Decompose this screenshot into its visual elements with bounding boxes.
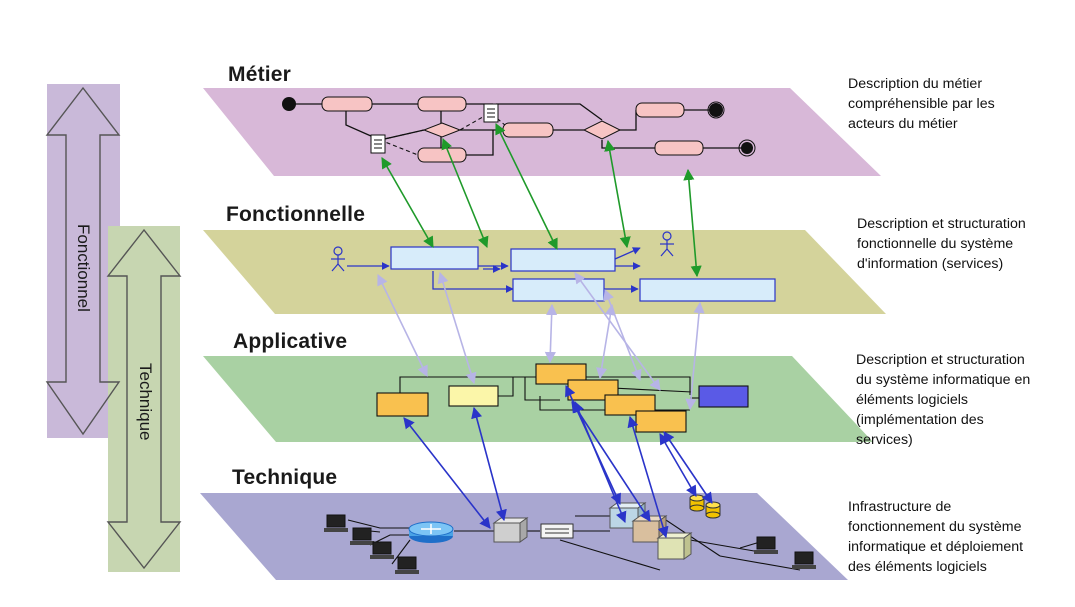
blue-link: [659, 433, 697, 497]
router-icon: [408, 521, 454, 543]
component-box: [376, 392, 429, 417]
workstation-icon: [395, 556, 419, 574]
metier-process: [654, 140, 704, 156]
metier-end-node: [738, 139, 756, 157]
description-line: d'information (services): [857, 256, 1004, 272]
layer-title-technique: Technique: [232, 466, 338, 489]
workstation-icon: [792, 551, 816, 569]
actor-icon: [331, 246, 345, 272]
applicative-plane: [203, 356, 873, 442]
green-link: [441, 137, 489, 249]
green-link: [381, 157, 434, 248]
layer-title-fonctionnelle: Fonctionnelle: [226, 203, 366, 226]
description-line: acteurs du métier: [848, 116, 958, 132]
fonctionnel-double-arrow: [45, 86, 121, 436]
green-link: [604, 139, 631, 249]
workstation-icon: [350, 527, 374, 545]
workstation-icon: [754, 536, 778, 554]
metier-to-fonctionnelle-arrows: [381, 122, 702, 278]
description-line: fonctionnelle du système: [857, 236, 1014, 252]
fonctionnel-axis-band: [47, 84, 120, 438]
description-line: du système informatique en: [856, 372, 1031, 388]
description-line: Description et structuration: [857, 216, 1026, 232]
lavender-link: [377, 273, 428, 378]
blue-link: [627, 415, 669, 539]
actor-icon: [660, 231, 674, 257]
metier-process: [417, 147, 467, 163]
description-line: fonctionnement du système: [848, 519, 1022, 535]
description-technique: Infrastructure de fonctionnement du syst…: [848, 497, 1070, 577]
component-box: [448, 385, 499, 407]
green-link: [683, 168, 702, 278]
component-box: [698, 385, 749, 408]
metier-end-node: [707, 101, 725, 119]
metier-decision: [422, 122, 462, 138]
description-line: (implémentation des: [856, 412, 984, 428]
database-icon: [689, 494, 705, 512]
description-line: éléments logiciels: [856, 392, 968, 408]
document-icon: [483, 103, 499, 123]
description-line: services): [856, 432, 913, 448]
lavender-link: [685, 301, 705, 411]
switch-icon: [540, 523, 574, 539]
applicative-to-technique-arrows: [403, 384, 713, 539]
fonctionnelle-to-applicative-arrows: [377, 271, 705, 411]
description-line: Infrastructure de: [848, 499, 952, 515]
technique-axis-band: [108, 226, 180, 572]
database-icon: [705, 501, 721, 519]
blue-link: [663, 431, 713, 504]
axis-label-fonctionnel: Fonctionnel: [74, 224, 93, 312]
metier-end-node: [741, 142, 753, 154]
component-box: [635, 410, 687, 433]
blue-link: [471, 406, 507, 522]
function-box: [390, 246, 479, 270]
metier-start-node: [282, 97, 296, 111]
description-line: compréhensible par les: [848, 96, 995, 112]
axis-label-technique: Technique: [136, 363, 155, 441]
workstation-icon: [324, 514, 348, 532]
description-metier: Description du métier compréhensible par…: [848, 74, 1070, 134]
description-applicative: Description et structuration du système …: [856, 350, 1072, 450]
layer-title-metier: Métier: [228, 63, 292, 86]
metier-decision: [582, 120, 622, 140]
metier-end-node: [709, 103, 723, 117]
description-line: Description et structuration: [856, 352, 1025, 368]
layer-title-applicative: Applicative: [233, 330, 348, 353]
function-box: [510, 248, 616, 272]
technique-double-arrow: [106, 228, 182, 570]
workstation-icon: [370, 541, 394, 559]
function-box: [512, 278, 605, 302]
description-line: des éléments logiciels: [848, 559, 987, 575]
server-icon: [656, 532, 693, 560]
function-box: [639, 278, 776, 302]
metier-process: [635, 102, 685, 118]
description-fonctionnelle: Description et structuration fonctionnel…: [857, 214, 1075, 274]
metier-process: [502, 122, 554, 138]
lavender-link: [603, 288, 642, 382]
description-line: informatique et déploiement: [848, 539, 1024, 555]
metier-process: [321, 96, 373, 112]
lavender-link: [544, 303, 558, 364]
description-line: Description du métier: [848, 76, 983, 92]
server-icon: [492, 517, 529, 543]
lavender-link: [437, 271, 477, 385]
document-icon: [370, 134, 386, 154]
green-link: [495, 122, 558, 251]
metier-process: [417, 96, 467, 112]
